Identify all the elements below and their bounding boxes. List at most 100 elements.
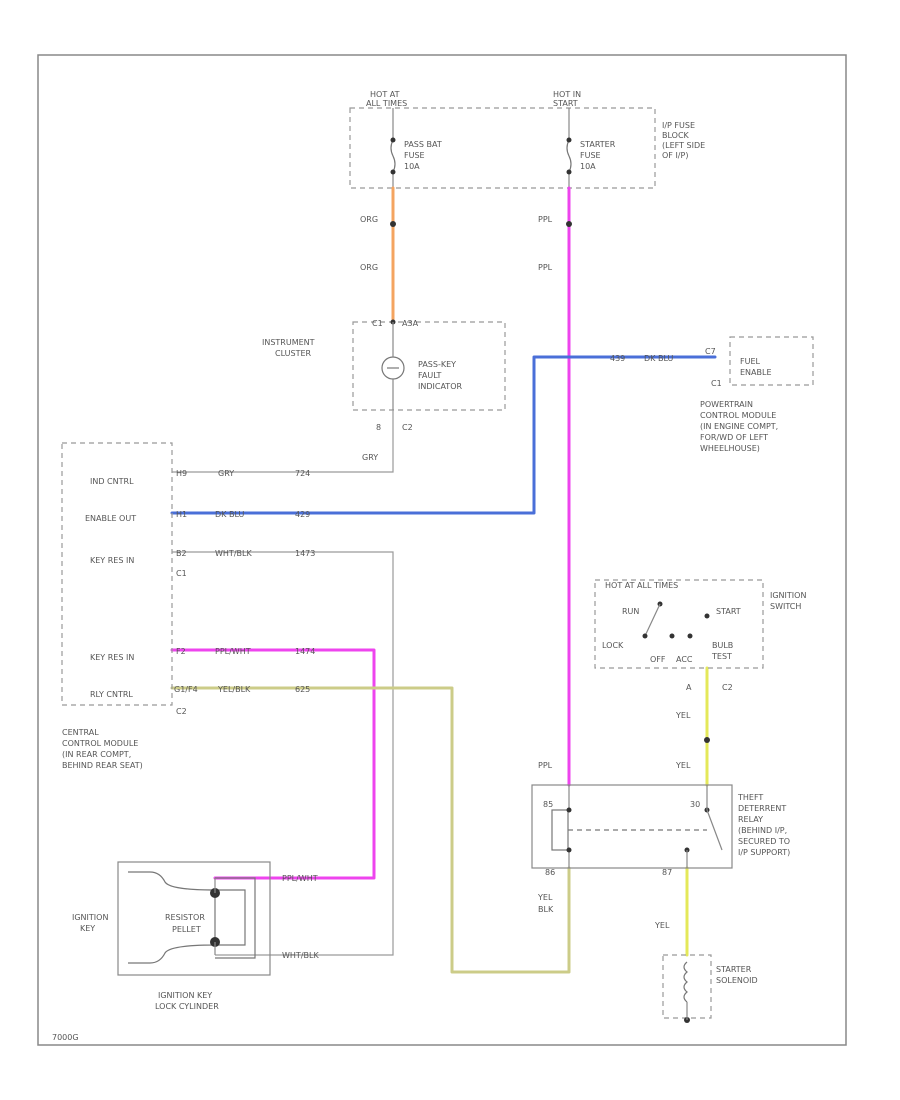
key-label-2: KEY — [80, 924, 95, 933]
ign-lock: LOCK — [602, 641, 624, 650]
fuse2-type: FUSE — [580, 151, 601, 160]
ignition-key-lock-cylinder: RESISTOR PELLET IGNITION KEY IGNITION KE… — [72, 861, 271, 1011]
cluster-pin-bottom: 8 — [376, 423, 381, 432]
ccm-row-4: KEY RES IN — [90, 653, 134, 662]
fuse2-amp: 10A — [580, 162, 596, 171]
lock-cyl-label-1: IGNITION KEY — [158, 991, 212, 1000]
ign-start: START — [716, 607, 741, 616]
indicator-label-3: INDICATOR — [418, 382, 462, 391]
solenoid-coil — [683, 961, 688, 1003]
wire-label-pplwht-1: PPL/WHT — [215, 647, 251, 656]
ccm-pin-4: F2 — [176, 647, 186, 656]
ign-conn-a: A — [686, 683, 692, 692]
relay-coil — [551, 809, 569, 851]
fuse-hot-label-2: HOT IN — [553, 90, 581, 99]
powertrain-control-module: C7 439 FUEL ENABLE C1 POWERTRAIN CONTROL… — [610, 336, 814, 453]
fuse-block: HOT AT ALL TIMES HOT IN START PASS BAT F… — [349, 90, 705, 189]
relay-label-1: THEFT — [737, 793, 763, 802]
cluster-outline — [352, 321, 506, 411]
pcm-label-2: CONTROL MODULE — [700, 411, 776, 420]
cluster-conn-bottom: C2 — [402, 423, 413, 432]
pellet-shape — [215, 877, 256, 959]
ccm-pin-5: G1/F4 — [174, 685, 198, 694]
ccm-pin-1: H9 — [176, 469, 187, 478]
fuse1-name: PASS BAT — [404, 140, 442, 149]
wire-yel-blk-olive — [170, 686, 571, 974]
relay-outline — [531, 784, 733, 869]
ccm-pin-2: H1 — [176, 510, 187, 519]
lock-cyl-outline — [117, 861, 271, 976]
wire-label-whtblk-2: WHT/BLK — [282, 951, 319, 960]
key-shape — [128, 871, 216, 964]
diagram-code: 7000G — [52, 1033, 79, 1042]
fuse-hot-label-1: HOT AT — [370, 90, 400, 99]
fuse-block-label-1: I/P FUSE — [662, 121, 695, 130]
fuse2-name: STARTER — [580, 140, 616, 149]
fuse1-amp: 10A — [404, 162, 420, 171]
ign-switch-blade — [644, 603, 661, 637]
wire-label-gry-1: GRY — [218, 469, 234, 478]
wire-wht-blk — [172, 551, 394, 956]
ign-off: OFF — [650, 655, 666, 664]
wire-label-pplwht-2: PPL/WHT — [282, 874, 318, 883]
fuse-block-outline — [349, 107, 656, 189]
pcm-label-1: POWERTRAIN — [700, 400, 753, 409]
key-label-1: IGNITION — [72, 913, 108, 922]
ign-label-1: IGNITION — [770, 591, 806, 600]
ign-hot-label: HOT AT ALL TIMES — [605, 581, 678, 590]
ccm-pin-1-num: 724 — [295, 469, 310, 478]
pcm-pin: C7 — [705, 347, 716, 356]
fuse-symbol-1 — [390, 139, 396, 173]
fuse-block-label-4: OF I/P) — [662, 151, 688, 160]
starter-label-1: STARTER — [716, 965, 752, 974]
fuse-symbol-2 — [566, 139, 572, 173]
relay-pin-30: 30 — [690, 800, 700, 809]
ccm-row-5: RLY CNTRL — [90, 690, 133, 699]
wire-label-yel-3: YEL — [537, 893, 553, 902]
wire-label-whtblk-1: WHT/BLK — [215, 549, 252, 558]
fuse-hot-label-2b: START — [553, 99, 578, 108]
ccm-label-2: CONTROL MODULE — [62, 739, 138, 748]
pcm-pin-num: 439 — [610, 354, 625, 363]
relay-switch-blade — [706, 809, 723, 851]
relay-label-2: DETERRENT — [738, 804, 786, 813]
pcm-outline — [729, 336, 814, 386]
cluster-pin-top: C1 — [372, 319, 383, 328]
wire-label-ppl-1: PPL — [538, 215, 553, 224]
ignition-switch: HOT AT ALL TIMES RUN START LOCK ACC OFF … — [594, 579, 806, 692]
ccm-label-3: (IN REAR COMPT, — [62, 750, 131, 759]
starter-solenoid: STARTER SOLENOID — [662, 954, 758, 1023]
wire-blue — [170, 355, 717, 515]
indicator-label-2: FAULT — [418, 371, 442, 380]
cluster-label-1: INSTRUMENT — [262, 338, 315, 347]
ign-switch-outline — [594, 579, 764, 669]
relay-label-5: SECURED TO — [738, 837, 790, 846]
pcm-label-4: FOR/WD OF LEFT — [700, 433, 768, 442]
indicator-label-1: PASS-KEY — [418, 360, 456, 369]
ccm-row-1: IND CNTRL — [90, 477, 134, 486]
wire-label-ppl-2: PPL — [538, 263, 553, 272]
wire-label-yelblk: YEL/BLK — [217, 685, 251, 694]
ccm-pin-3: B2 — [176, 549, 187, 558]
ign-conn: C2 — [722, 683, 733, 692]
fuse-hot-label-1b: ALL TIMES — [366, 99, 407, 108]
wire-label-ppl-3: PPL — [538, 761, 553, 770]
pcm-inner-1: FUEL — [740, 357, 761, 366]
ccm-pin-5-num: 625 — [295, 685, 310, 694]
fuse-block-label-2: BLOCK — [662, 131, 690, 140]
diagram-frame — [37, 54, 847, 1046]
ccm-outline — [61, 442, 173, 706]
ccm-row-2: ENABLE OUT — [85, 514, 136, 523]
ccm-pin-2-num: 429 — [295, 510, 310, 519]
pcm-inner-2: ENABLE — [740, 368, 772, 377]
relay-label-3: RELAY — [738, 815, 763, 824]
relay-pin-86: 86 — [545, 868, 555, 877]
wire-label-blk: BLK — [538, 905, 554, 914]
ccm-conn-2: C2 — [176, 707, 187, 716]
ccm-conn-1: C1 — [176, 569, 187, 578]
central-control-module: IND CNTRL ENABLE OUT KEY RES IN KEY RES … — [61, 442, 315, 770]
ccm-label-1: CENTRAL — [62, 728, 99, 737]
pcm-conn: C1 — [711, 379, 722, 388]
wire-label-yel-1: YEL — [675, 711, 691, 720]
